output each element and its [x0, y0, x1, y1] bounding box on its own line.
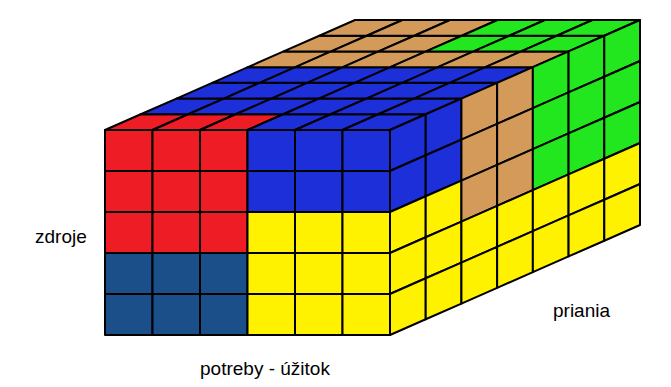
front-cube-face: [153, 171, 201, 212]
front-cube-face: [200, 212, 248, 253]
side-cube-face: [569, 200, 605, 257]
front-cube-face: [153, 130, 201, 171]
front-cube-face: [200, 294, 248, 335]
front-cube-face: [248, 171, 296, 212]
axis-label: priania: [553, 300, 610, 323]
side-cube-face: [533, 215, 569, 272]
front-cube-face: [248, 212, 296, 253]
front-cube-face: [248, 253, 296, 294]
front-cube-face: [153, 212, 201, 253]
front-cube-face: [343, 294, 391, 335]
side-cube-face: [426, 263, 462, 320]
front-cube-face: [200, 253, 248, 294]
axis-label: zdroje: [35, 226, 87, 249]
front-cube-face: [200, 130, 248, 171]
front-cube-face: [295, 212, 343, 253]
front-cube-face: [295, 294, 343, 335]
front-cube-face: [343, 253, 391, 294]
side-cube-face: [604, 184, 640, 241]
side-cube-face: [497, 231, 533, 288]
front-cube-face: [295, 130, 343, 171]
side-cube-face: [390, 278, 426, 335]
front-cube-face: [343, 130, 391, 171]
front-cube-face: [343, 212, 391, 253]
front-cube-face: [105, 294, 153, 335]
front-cube-face: [153, 253, 201, 294]
front-cube-face: [105, 253, 153, 294]
front-cube-face: [200, 171, 248, 212]
front-cube-face: [105, 212, 153, 253]
front-cube-face: [153, 294, 201, 335]
front-cube-face: [295, 171, 343, 212]
front-cube-face: [343, 171, 391, 212]
front-cube-face: [105, 130, 153, 171]
front-cube-face: [248, 130, 296, 171]
side-cube-face: [461, 247, 497, 304]
front-cube-face: [295, 253, 343, 294]
front-cube-face: [105, 171, 153, 212]
axis-label: potreby - úžitok: [200, 358, 330, 381]
front-cube-face: [248, 294, 296, 335]
